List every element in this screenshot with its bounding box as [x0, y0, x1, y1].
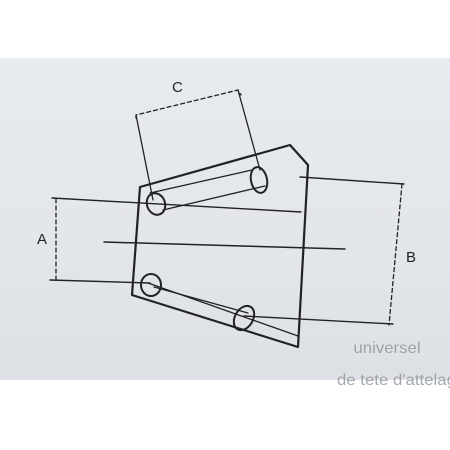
- plate-outline: [130, 143, 310, 349]
- slot-guide-upper-1: [149, 169, 253, 194]
- hole-bottom-right: [232, 304, 256, 332]
- dimension-c-leg-left: [135, 114, 154, 201]
- dimension-b-extension-bottom: [243, 315, 394, 325]
- dimension-b-extension-top: [299, 176, 405, 185]
- hole-bottom-left: [140, 273, 162, 297]
- center-line: [103, 241, 346, 250]
- label-b: B: [406, 249, 416, 266]
- dimension-a-extension-bottom: [49, 279, 151, 284]
- scanned-background: [0, 58, 450, 380]
- slot-guide-upper-2: [162, 185, 266, 211]
- dimension-b-line: [388, 183, 403, 326]
- hole-top-right: [249, 166, 269, 194]
- dimension-c-bracket: [135, 89, 242, 119]
- background-text-line-1: universel: [353, 340, 421, 357]
- background-text-line-2: de tete d'attelage: [336, 372, 450, 389]
- slot-guide-lower-2: [147, 282, 299, 337]
- slot-guide-lower-1: [153, 286, 249, 314]
- label-a: A: [37, 231, 47, 248]
- dimension-a-extension-top: [51, 197, 302, 213]
- dimension-c-leg-right: [237, 89, 261, 171]
- label-c: C: [172, 79, 183, 96]
